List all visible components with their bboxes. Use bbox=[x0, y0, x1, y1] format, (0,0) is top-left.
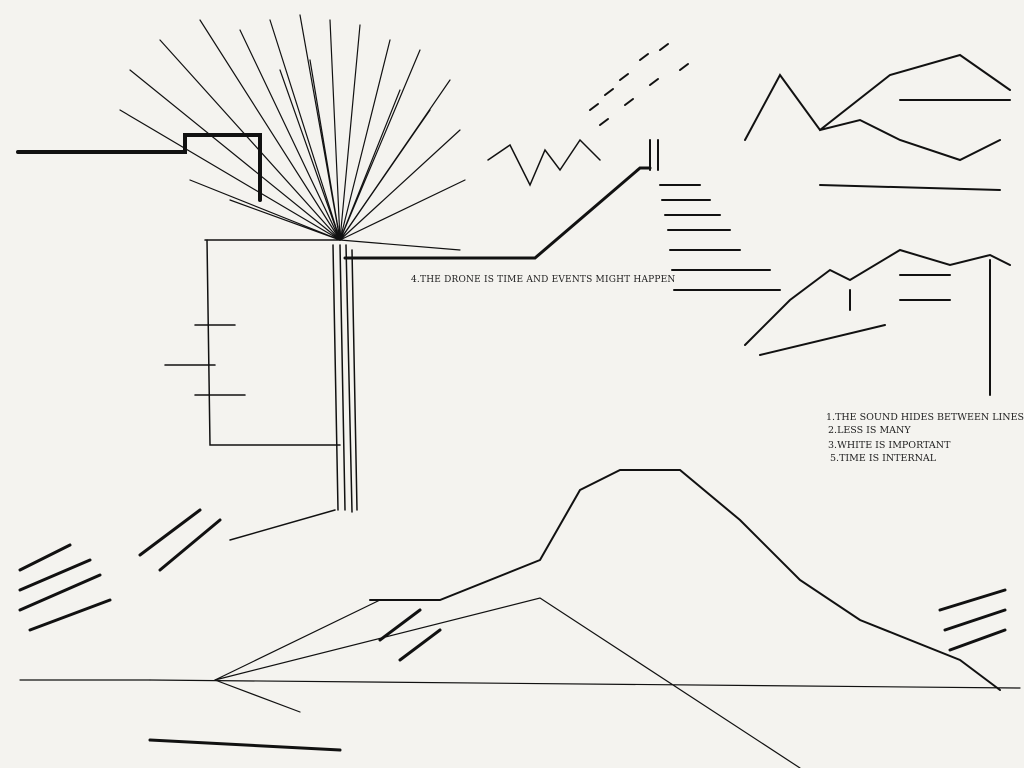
tree-trunk bbox=[332, 244, 358, 513]
rule-item: 3.WHITE IS IMPORTANT bbox=[828, 440, 951, 451]
mountain-ridge bbox=[369, 469, 1001, 691]
rules-list: 1.THE SOUND HIDES BETWEEN LINES 2.LESS I… bbox=[826, 411, 1024, 465]
hatching-bottom bbox=[18, 508, 1007, 752]
small-hills bbox=[487, 138, 601, 187]
tree-fan bbox=[119, 14, 466, 251]
houses-top-right bbox=[744, 53, 1011, 191]
rule-item: 2.LESS IS MANY bbox=[828, 425, 911, 436]
horizon-line-left bbox=[16, 133, 262, 202]
houses-mid-right bbox=[744, 248, 1011, 396]
stair-hatching bbox=[649, 139, 781, 291]
valley-lines bbox=[19, 597, 1021, 768]
dash-cloud bbox=[589, 43, 689, 126]
annotation-drone: 4.THE DRONE IS TIME AND EVENTS MIGHT HAP… bbox=[411, 275, 676, 285]
rule-item: 5.TIME IS INTERNAL bbox=[830, 453, 937, 464]
horizon-road bbox=[343, 166, 652, 260]
rule-item: 1.THE SOUND HIDES BETWEEN LINES bbox=[826, 412, 1024, 423]
bracket-lines bbox=[164, 239, 341, 541]
